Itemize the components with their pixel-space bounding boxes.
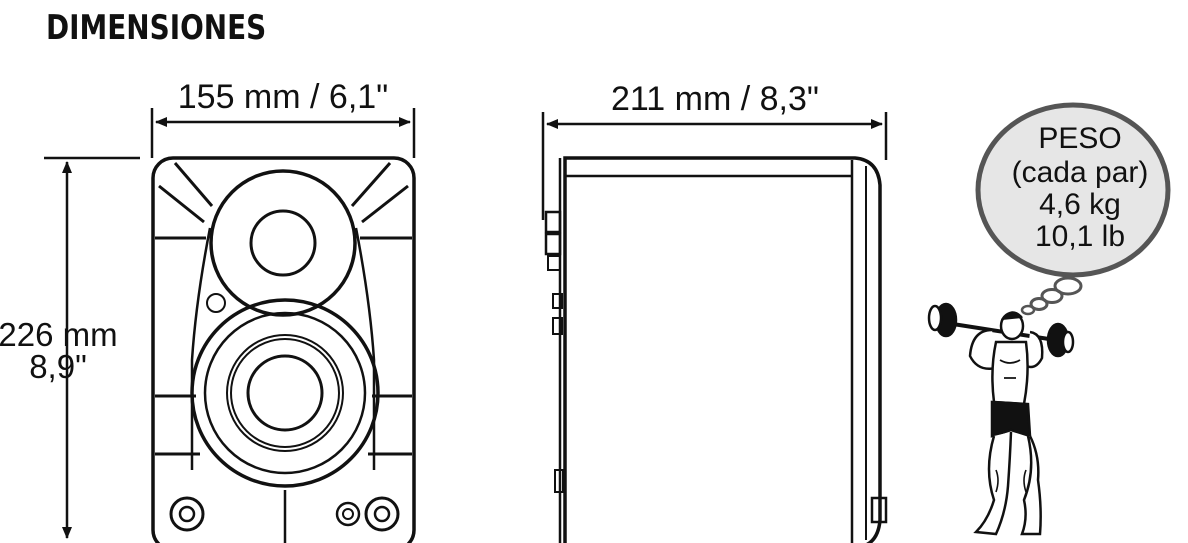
side-depth-label: 211 mm / 8,3" (611, 80, 819, 118)
weight-heading: PESO (1038, 122, 1121, 155)
page-title: DIMENSIONES (46, 8, 267, 48)
side-view (541, 112, 888, 543)
weight-qualifier: (cada par) (1012, 156, 1149, 189)
strongman-illustration (927, 302, 1075, 536)
front-height-label-in: 8,9" (29, 348, 87, 385)
front-width-label: 155 mm / 6,1" (178, 78, 389, 116)
front-view (44, 108, 416, 543)
weight-kg: 4,6 kg (1039, 188, 1121, 221)
weight-lb: 10,1 lb (1035, 220, 1125, 253)
thought-bubble (975, 102, 1171, 316)
front-height-label-mm: 226 mm (0, 316, 118, 353)
